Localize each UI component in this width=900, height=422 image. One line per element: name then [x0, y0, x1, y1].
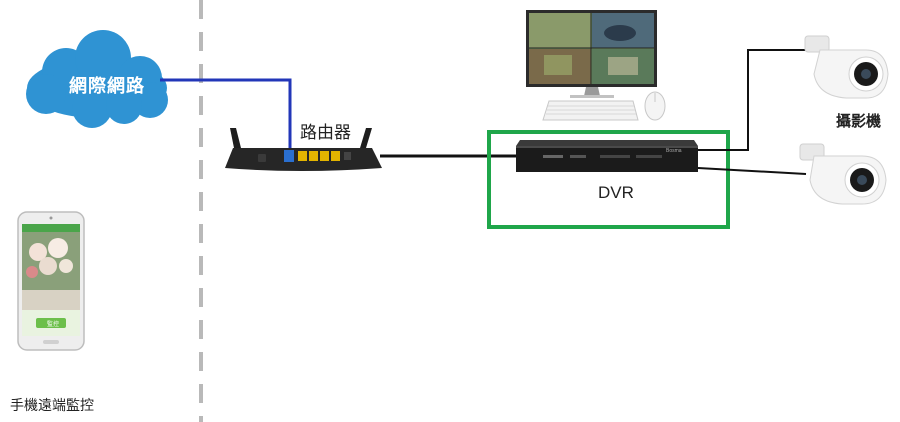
camera-cable-bottom [697, 167, 807, 175]
cloud-label: 網際網路 [69, 76, 145, 97]
keyboard-icon [542, 100, 639, 121]
mouse-icon [644, 91, 666, 121]
phone-screen-button-label: 監控 [46, 321, 59, 328]
cloud-icon [26, 30, 168, 128]
camera-icon [804, 35, 889, 99]
router-icon [225, 128, 382, 171]
phone-label: 手機遠端監控 [10, 398, 94, 414]
dvr-highlight-box [487, 130, 730, 229]
camera-icon [799, 143, 887, 205]
dvr-brand-text: Bosma [666, 148, 682, 154]
internet-link [160, 78, 292, 152]
dvr-label: DVR [598, 183, 634, 202]
router-label: 路由器 [300, 123, 351, 143]
dvr-icon: Bosma [516, 140, 698, 172]
smartphone-icon [17, 211, 85, 351]
monitor-icon [526, 10, 657, 98]
camera-label: 攝影機 [836, 112, 882, 130]
camera-cable-top [698, 49, 810, 151]
